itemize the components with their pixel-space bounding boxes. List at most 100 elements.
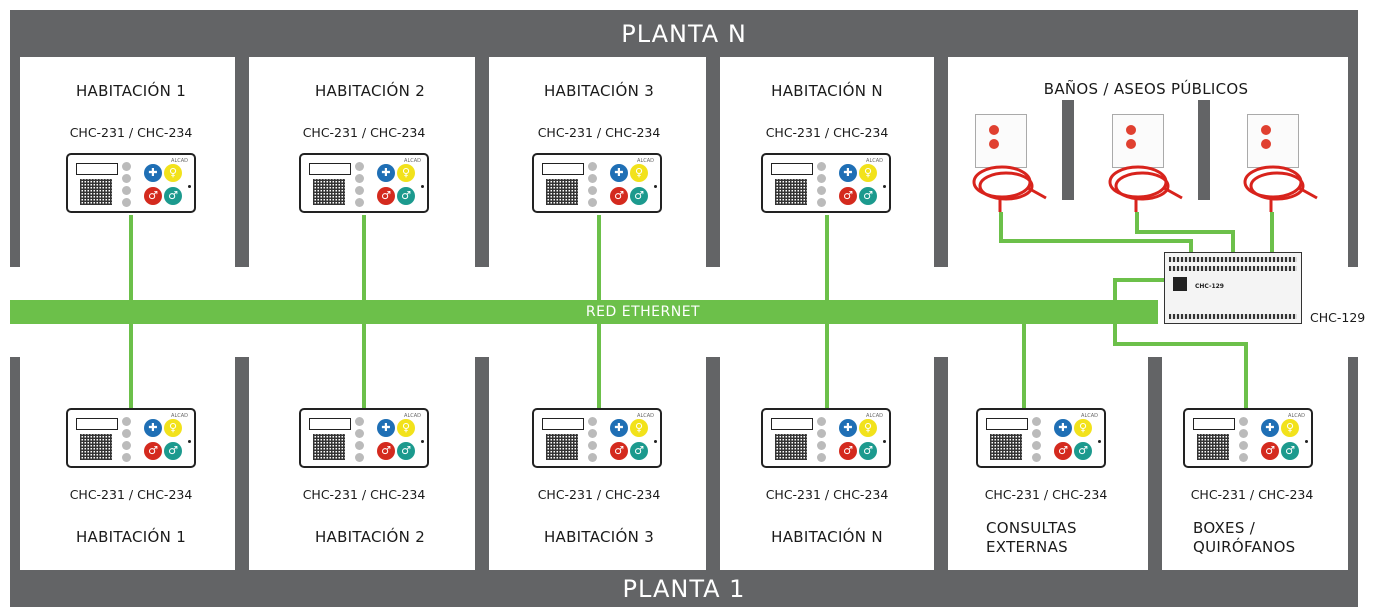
panel-led bbox=[421, 185, 424, 188]
wall bbox=[475, 357, 489, 570]
chc129-controller: CHC-129 bbox=[1164, 252, 1302, 324]
panel-led bbox=[1305, 440, 1308, 443]
model-label: CHC-231 / CHC-234 bbox=[765, 125, 889, 140]
terminal-strip bbox=[1169, 314, 1297, 319]
wall bbox=[1198, 100, 1210, 200]
caregiver-icon: ♀ bbox=[164, 164, 182, 182]
room-title: HABITACIÓN 2 bbox=[314, 82, 426, 100]
patient-icon: ♂ bbox=[610, 442, 628, 460]
wall bbox=[1348, 357, 1358, 570]
call-panel: ✚ ♀ ♂ ♂ ALCAD bbox=[532, 408, 662, 468]
room-title: HABITACIÓN N bbox=[771, 528, 883, 546]
nurse-icon: ♂ bbox=[859, 187, 877, 205]
panel-display bbox=[1193, 418, 1235, 430]
model-label: CHC-231 / CHC-234 bbox=[302, 125, 426, 140]
model-label: CHC-231 / CHC-234 bbox=[69, 487, 193, 502]
speaker-grille bbox=[775, 179, 807, 205]
floor-banner-bottom: PLANTA 1 bbox=[10, 570, 1358, 607]
pull-cord-icon bbox=[1108, 165, 1183, 212]
room-title-consultas: CONSULTAS EXTERNAS bbox=[986, 519, 1077, 557]
panel-led bbox=[654, 185, 657, 188]
patient-icon: ♂ bbox=[839, 442, 857, 460]
medical-cross-icon: ✚ bbox=[839, 164, 857, 182]
room-title-line: CONSULTAS bbox=[986, 519, 1077, 537]
connection-line bbox=[999, 212, 1193, 256]
room-title-line: BOXES / bbox=[1193, 519, 1256, 537]
speaker-grille bbox=[313, 434, 345, 460]
panel-led bbox=[188, 185, 191, 188]
panel-display bbox=[771, 163, 813, 175]
panel-display bbox=[771, 418, 813, 430]
medical-cross-icon: ✚ bbox=[1054, 419, 1072, 437]
caregiver-icon: ♀ bbox=[397, 164, 415, 182]
terminal-strip bbox=[1169, 257, 1297, 262]
model-label: CHC-231 / CHC-234 bbox=[69, 125, 193, 140]
patient-icon: ♂ bbox=[144, 442, 162, 460]
floor-banner-top: PLANTA N bbox=[10, 10, 1358, 57]
speaker-grille bbox=[80, 179, 112, 205]
patient-icon: ♂ bbox=[377, 442, 395, 460]
panel-keys bbox=[355, 162, 365, 210]
call-panel: ✚ ♀ ♂ ♂ ALCAD bbox=[761, 153, 891, 213]
nurse-icon: ♂ bbox=[397, 442, 415, 460]
panel-display bbox=[542, 163, 584, 175]
caregiver-icon: ♀ bbox=[630, 419, 648, 437]
wall bbox=[475, 57, 489, 267]
room-title: HABITACIÓN 1 bbox=[75, 528, 187, 546]
medical-cross-icon: ✚ bbox=[377, 164, 395, 182]
pull-cord-icon bbox=[972, 165, 1047, 212]
panel-brand: ALCAD bbox=[637, 413, 654, 419]
nurse-icon: ♂ bbox=[164, 187, 182, 205]
room-title: HABITACIÓN 3 bbox=[543, 528, 655, 546]
call-panel: ✚ ♀ ♂ ♂ ALCAD bbox=[66, 408, 196, 468]
model-label: CHC-231 / CHC-234 bbox=[537, 125, 661, 140]
room-title-boxes: BOXES / QUIRÓFANOS bbox=[1193, 519, 1296, 557]
wall bbox=[706, 357, 720, 570]
model-label: CHC-231 / CHC-234 bbox=[765, 487, 889, 502]
panel-keys bbox=[588, 417, 598, 465]
panel-display bbox=[76, 163, 118, 175]
caregiver-icon: ♀ bbox=[1281, 419, 1299, 437]
wall bbox=[1062, 100, 1074, 200]
medical-cross-icon: ✚ bbox=[610, 164, 628, 182]
patient-icon: ♂ bbox=[377, 187, 395, 205]
wall bbox=[1348, 57, 1358, 267]
model-label: CHC-231 / CHC-234 bbox=[1190, 487, 1314, 502]
nurse-icon: ♂ bbox=[859, 442, 877, 460]
room-title-line: EXTERNAS bbox=[986, 538, 1068, 556]
controller-label: CHC-129 bbox=[1310, 310, 1366, 325]
wall bbox=[10, 57, 20, 267]
caregiver-icon: ♀ bbox=[164, 419, 182, 437]
room-title-line: QUIRÓFANOS bbox=[1193, 538, 1296, 556]
nurse-icon: ♂ bbox=[1074, 442, 1092, 460]
panel-display bbox=[542, 418, 584, 430]
nurse-icon: ♂ bbox=[630, 187, 648, 205]
medical-cross-icon: ✚ bbox=[144, 419, 162, 437]
model-label: CHC-231 / CHC-234 bbox=[302, 487, 426, 502]
caregiver-icon: ♀ bbox=[397, 419, 415, 437]
controller-device-text: CHC-129 bbox=[1195, 283, 1224, 290]
speaker-grille bbox=[80, 434, 112, 460]
panel-keys bbox=[1032, 417, 1042, 465]
wall bbox=[10, 357, 20, 570]
panel-display bbox=[986, 418, 1028, 430]
wall bbox=[1148, 357, 1162, 570]
wall bbox=[235, 357, 249, 570]
panel-brand: ALCAD bbox=[1081, 413, 1098, 419]
speaker-grille bbox=[775, 434, 807, 460]
patient-icon: ♂ bbox=[1261, 442, 1279, 460]
caregiver-icon: ♀ bbox=[859, 164, 877, 182]
model-label: CHC-231 / CHC-234 bbox=[537, 487, 661, 502]
speaker-grille bbox=[546, 179, 578, 205]
caregiver-icon: ♀ bbox=[859, 419, 877, 437]
call-panel: ✚ ♀ ♂ ♂ ALCAD bbox=[976, 408, 1106, 468]
call-panel: ✚ ♀ ♂ ♂ ALCAD bbox=[66, 153, 196, 213]
call-panel: ✚ ♀ ♂ ♂ ALCAD bbox=[532, 153, 662, 213]
floor-banner-bottom-text: PLANTA 1 bbox=[622, 574, 746, 603]
panel-keys bbox=[817, 162, 827, 210]
panel-keys bbox=[817, 417, 827, 465]
call-panel: ✚ ♀ ♂ ♂ ALCAD bbox=[299, 153, 429, 213]
brand-logo-icon bbox=[1173, 277, 1187, 291]
